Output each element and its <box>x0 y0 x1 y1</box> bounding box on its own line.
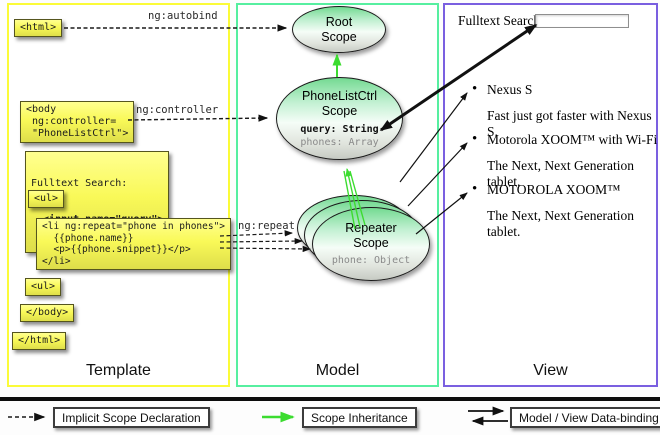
code-html-close-text: </html> <box>18 335 61 346</box>
code-li-repeat-text: <li ng:repeat="phone in phones"> {{phone… <box>42 221 226 267</box>
phonelistctrl-prop-phones: phones: Array <box>300 136 379 148</box>
view-item-bullet: • <box>472 81 478 97</box>
view-item-name: MOTOROLA XOOM™ <box>487 182 621 197</box>
repeater-scope-title: Repeater Scope <box>345 221 397 250</box>
code-body-close-text: </body> <box>26 307 69 318</box>
repeater-scope-ellipse-front: Repeater Scope phone: Object <box>312 207 430 281</box>
code-ul-close-text: <ul> <box>31 281 56 292</box>
phonelistctrl-prop-query: query: String <box>300 123 379 135</box>
legend-label: Scope Inheritance <box>311 410 408 425</box>
legend-label: Implicit Scope Declaration <box>62 410 201 425</box>
code-fulltext-label: Fulltext Search: <box>31 178 128 189</box>
repeater-prop-phone: phone: Object <box>331 255 411 266</box>
view-item-name: Motorola XOOM™ with Wi-Fi <box>487 132 658 147</box>
code-box-html-open: <html> <box>14 19 63 37</box>
view-item-name: Nexus S <box>487 82 533 97</box>
view-item-bullet: • <box>472 131 478 147</box>
code-box-body-open: <body ng:controller= "PhoneListCtrl"> <box>20 101 135 143</box>
model-column: Model <box>236 3 439 387</box>
code-box-ul-close: <ul> <box>25 278 62 296</box>
code-html-open-text: <html> <box>20 22 57 33</box>
code-ul-open-text: <ul> <box>34 193 59 204</box>
view-item-bullet: • <box>472 181 478 197</box>
root-scope-ellipse: Root Scope <box>292 6 386 53</box>
view-search-label: Fulltext Search: <box>458 13 544 28</box>
template-column-label: Template <box>86 362 151 379</box>
ng-controller-label: ng:controller <box>136 104 219 116</box>
model-column-label: Model <box>315 362 360 379</box>
view-item-snippet: The Next, Next Generation tablet. <box>487 158 634 189</box>
phonelistctrl-scope-ellipse: PhoneListCtrl Scope query: String phones… <box>276 77 403 160</box>
legend-separator-line <box>0 397 660 401</box>
view-column-label: View <box>533 362 568 379</box>
code-box-html-close: </html> <box>12 332 67 350</box>
legend-implicit-scope-declaration: Implicit Scope Declaration <box>53 407 210 428</box>
ng-autobind-label: ng:autobind <box>148 10 218 22</box>
phonelistctrl-scope-title: PhoneListCtrl Scope <box>301 88 378 118</box>
root-scope-title: Root Scope <box>321 14 357 44</box>
code-box-ul-open: <ul> <box>28 190 65 208</box>
code-body-open-text: <body ng:controller= "PhoneListCtrl"> <box>26 104 129 139</box>
legend-model-view-databinding: Model / View Data-binding <box>510 407 660 428</box>
legend-label: Model / View Data-binding <box>519 410 659 425</box>
code-box-li-repeat: <li ng:repeat="phone in phones"> {{phone… <box>36 218 232 270</box>
view-search-input[interactable] <box>535 14 629 28</box>
view-item-snippet: The Next, Next Generation tablet. <box>487 208 634 239</box>
ng-repeat-label: ng:repeat <box>238 220 295 232</box>
legend-scope-inheritance: Scope Inheritance <box>302 407 417 428</box>
code-box-body-close: </body> <box>20 304 75 322</box>
